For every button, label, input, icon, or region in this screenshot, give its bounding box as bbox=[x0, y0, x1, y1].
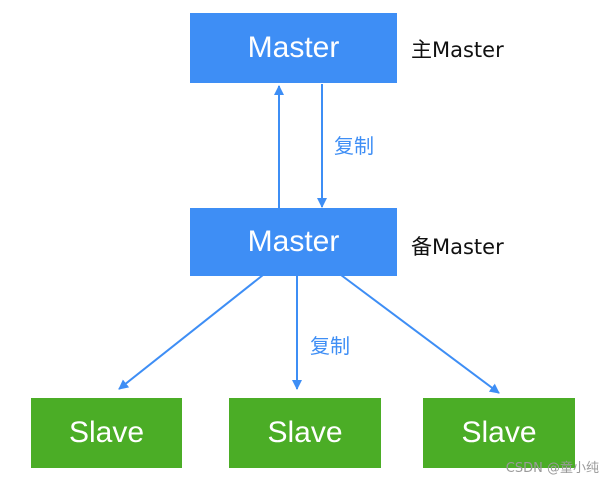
slave-node-3: Slave bbox=[423, 398, 575, 468]
standby-master-label: Master bbox=[247, 225, 340, 258]
standby-master-side-label: 备Master bbox=[411, 235, 504, 259]
edge-standby-to-slave-1 bbox=[118, 274, 264, 390]
primary-master-side-label: 主Master bbox=[411, 38, 504, 62]
watermark: CSDN @童小纯 bbox=[505, 461, 599, 476]
primary-master-node: Master bbox=[190, 13, 397, 83]
slave-label-1: Slave bbox=[68, 416, 145, 449]
replication-label-top: 复制 bbox=[334, 134, 374, 158]
slave-node-1: Slave bbox=[31, 398, 182, 468]
slave-label-3: Slave bbox=[461, 416, 537, 449]
standby-master-node: Master bbox=[190, 208, 397, 276]
slave-node-2: Slave bbox=[229, 398, 381, 468]
edge-standby-to-slave-3 bbox=[340, 274, 500, 394]
primary-master-label: Master bbox=[247, 31, 340, 64]
slave-label-2: Slave bbox=[267, 416, 343, 449]
replication-label-bottom: 复制 bbox=[310, 334, 350, 358]
